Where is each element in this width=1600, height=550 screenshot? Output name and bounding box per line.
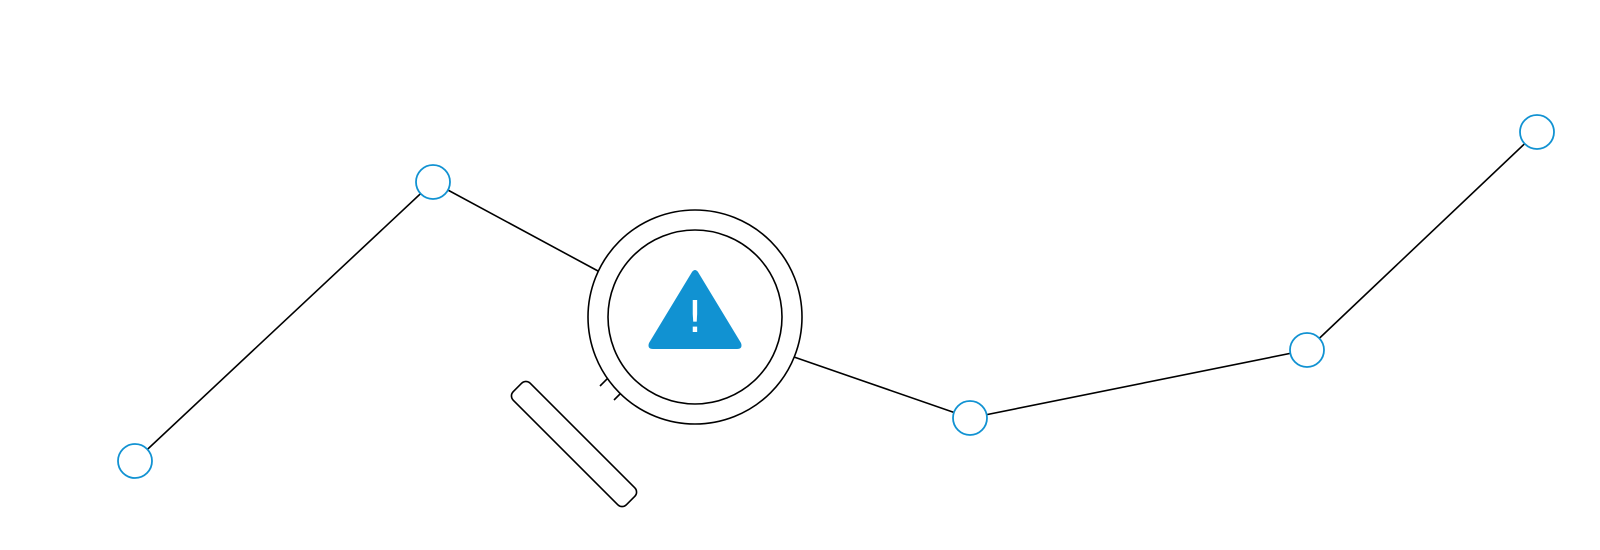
trend-line-segment: [432, 181, 599, 272]
trend-line-segment: [969, 349, 1308, 419]
warning-icon: !: [648, 270, 742, 349]
trend-line-segment: [793, 356, 971, 419]
trend-node: [1519, 114, 1555, 150]
magnifying-glass-icon: !: [510, 209, 803, 508]
trend-line: [134, 131, 1538, 462]
magnifier-handle: [510, 380, 638, 508]
trend-node: [1289, 332, 1325, 368]
trend-line-segment: [134, 181, 434, 462]
trend-node: [415, 164, 451, 200]
warning-triangle: [648, 270, 742, 349]
warning-exclamation: !: [686, 292, 704, 343]
trend-node: [952, 400, 988, 436]
trend-line-segment: [1306, 131, 1538, 351]
trend-node: [117, 443, 153, 479]
trend-nodes: [117, 114, 1555, 479]
